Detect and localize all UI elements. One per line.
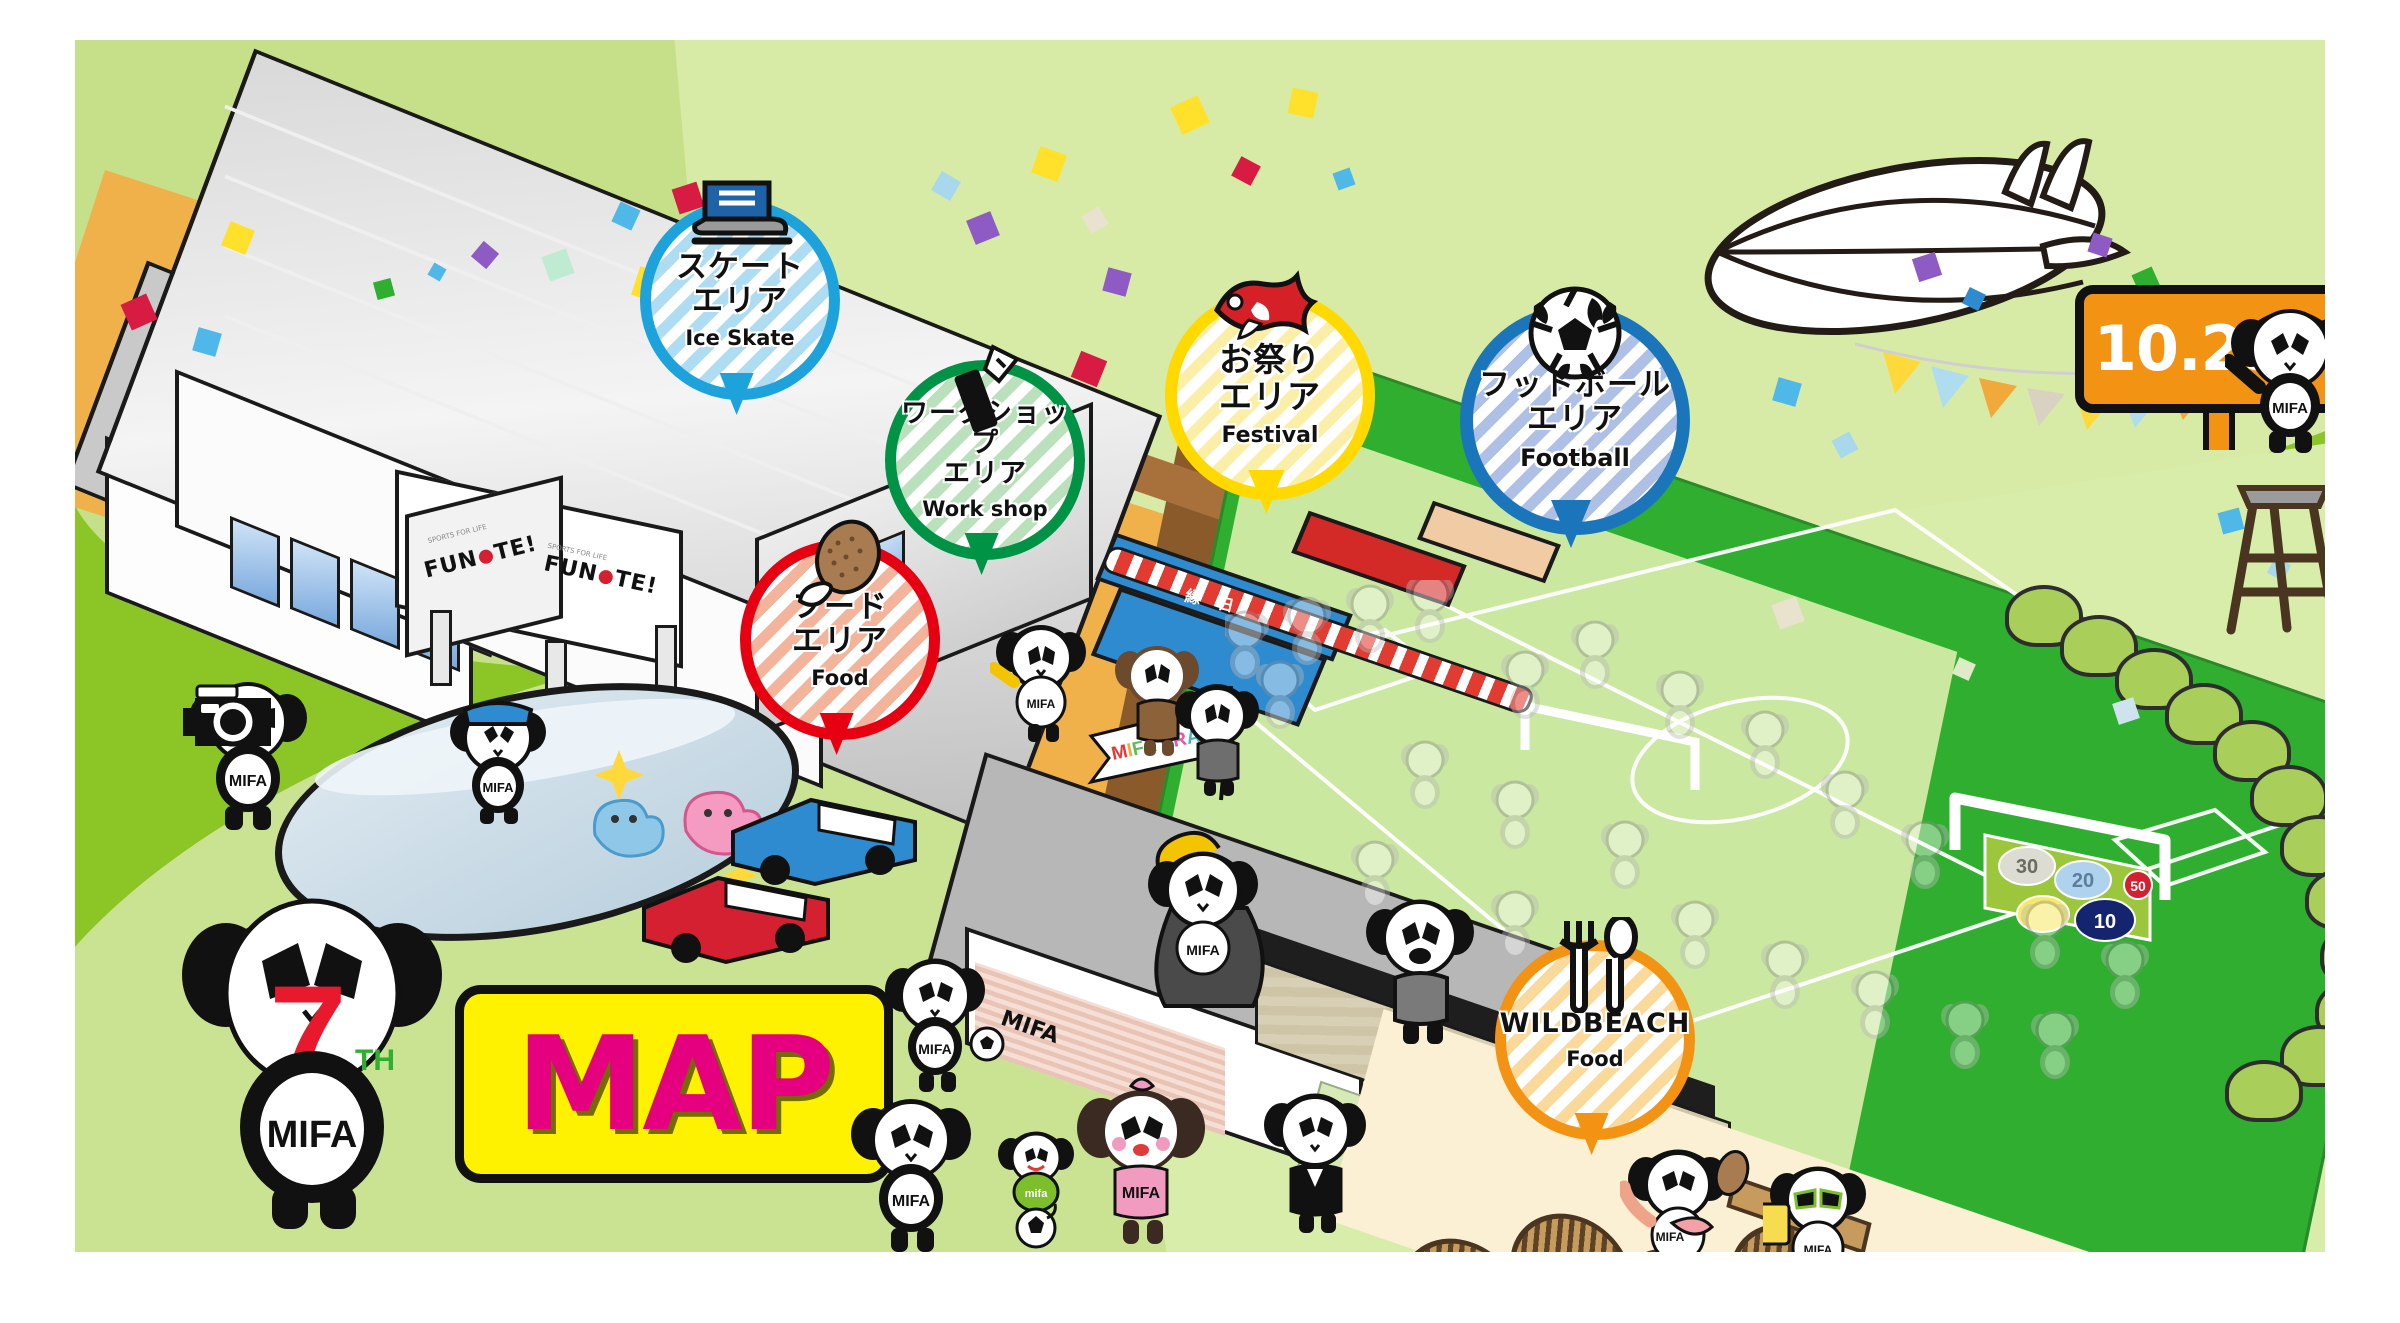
- area-pin-skate[interactable]: スケートエリア Ice Skate: [640, 180, 840, 415]
- svg-text:10: 10: [2094, 911, 2116, 933]
- blue-truck: [731, 797, 917, 887]
- fountain-pen-icon: [941, 337, 1029, 437]
- pin-label-en-festival: Festival: [1221, 422, 1319, 448]
- pin-label-en-wildbeach: Food: [1566, 1046, 1624, 1071]
- pin-tail-workshop: [964, 533, 999, 575]
- red-fire-truck: [642, 875, 830, 965]
- hedge: [2225, 1060, 2303, 1122]
- pin-tail-wildbeach: [1574, 1113, 1609, 1155]
- pin-label-en-skate: Ice Skate: [685, 326, 795, 351]
- pin-label-jp-wildbeach: WILDBEACH: [1499, 1008, 1691, 1040]
- ladder-panda: MIFA: [2225, 309, 2325, 453]
- pin-tail-skate: [719, 373, 754, 415]
- beach-eating-panda: MIFA: [1620, 1149, 1750, 1252]
- cape-panda: MIFA: [1148, 831, 1265, 1008]
- goal-far: [1520, 700, 1700, 790]
- panda-belly-text: MIFA: [918, 1041, 951, 1057]
- chicken-leg-icon: [794, 517, 886, 621]
- pin-label-en-food: Food: [811, 666, 869, 691]
- stall-panda-brown: [1115, 646, 1199, 756]
- pin-bubble-wildbeach: WILDBEACH Food: [1495, 914, 1695, 1155]
- pin-tail-football: [1551, 500, 1591, 548]
- area-pin-food[interactable]: フードエリア Food: [740, 519, 940, 755]
- pin-bubble-festival: お祭りエリア Festival: [1165, 270, 1375, 514]
- svg-text:20: 20: [2072, 870, 2094, 892]
- panda-belly-text: MIFA: [1656, 1230, 1685, 1244]
- pin-label-jp-festival: お祭りエリア: [1219, 340, 1321, 416]
- pin-label-en-workshop: Work shop: [922, 496, 1048, 521]
- svg-text:50: 50: [2130, 878, 2146, 894]
- hedge: [2005, 585, 2083, 647]
- fork-spoon-icon: [1545, 914, 1645, 1017]
- area-pin-football[interactable]: フットボールエリア Football: [1460, 286, 1690, 548]
- pin-bubble-skate: スケートエリア Ice Skate: [640, 180, 840, 415]
- map-title-badge[interactable]: MAP: [455, 985, 893, 1183]
- pin-label-jp-football: フットボールエリア: [1479, 366, 1671, 437]
- rink-mascot-blue: [592, 798, 665, 858]
- stall-panda-grey: [1175, 684, 1259, 796]
- stall-panda-white: MIFA: [990, 625, 1086, 742]
- area-pin-wildbeach[interactable]: WILDBEACH Food: [1495, 914, 1695, 1155]
- ice-skate-icon: [685, 177, 795, 257]
- svg-text:MIFA: MIFA: [482, 780, 514, 795]
- family-baby-panda: mifa: [998, 1131, 1074, 1249]
- panda-belly-text: MIFA: [2272, 400, 2308, 417]
- pin-label-jp2-food: エリア: [792, 623, 888, 659]
- pitch-crowd: [1225, 580, 2149, 1079]
- family-dad-panda: MIFA: [851, 1099, 971, 1252]
- map-title-text: MAP: [515, 1008, 835, 1160]
- pin-label-jp-skate: スケートエリア: [676, 248, 804, 319]
- soccer-ball-icon: [1526, 284, 1624, 386]
- panda-belly-text: MIFA: [1027, 697, 1056, 711]
- pin-label-jp2-workshop: エリア: [943, 457, 1027, 489]
- coach-panda: [1366, 899, 1474, 1044]
- skater-panda: MIFA: [450, 700, 546, 824]
- mifa-mascot-logo: 7 TH MIFA: [182, 898, 442, 1229]
- pin-bubble-football: フットボールエリア Football: [1460, 286, 1690, 548]
- suit-panda: [1264, 1093, 1366, 1233]
- pin-label-jp2-festival: エリア: [1219, 376, 1321, 416]
- goldfish-icon: [1205, 268, 1335, 356]
- camera-panda: MIFA: [183, 682, 307, 830]
- ball-panda: MIFA: [885, 958, 1005, 1092]
- panda-belly-text: MIFA: [1804, 1243, 1833, 1252]
- area-pin-festival[interactable]: お祭りエリア Festival: [1165, 270, 1375, 514]
- hedge: [2250, 765, 2325, 827]
- panda-belly-text: MIFA: [892, 1193, 931, 1210]
- illustrated-map: 30 20 10 50: [75, 40, 2325, 1252]
- beach-drink-panda: MIFA: [1763, 1166, 1866, 1252]
- pin-label-jp-food: フードエリア: [792, 588, 888, 659]
- pin-tail-festival: [1248, 470, 1285, 514]
- kiosk-leg: [430, 610, 452, 686]
- hedge: [2165, 683, 2243, 745]
- pin-label-en-football: Football: [1520, 444, 1630, 473]
- hedge: [2060, 615, 2138, 677]
- pin-label-jp2-football: エリア: [1527, 401, 1623, 437]
- blimp-icon: [1704, 138, 2132, 336]
- anniversary-suffix: TH: [355, 1044, 395, 1077]
- pin-tail-food: [819, 713, 854, 755]
- pin-label-jp2-skate: エリア: [692, 283, 788, 319]
- panda-belly-text: MIFA: [229, 773, 268, 790]
- family-mom-panda: MIFA: [1077, 1077, 1205, 1244]
- mascot-belly-text: MIFA: [267, 1114, 358, 1156]
- goal-target-board: 30 20 10 50: [1949, 792, 2171, 942]
- panda-belly-text: MIFA: [1186, 942, 1219, 958]
- panda-belly-text: MIFA: [1122, 1185, 1161, 1202]
- pin-bubble-food: フードエリア Food: [740, 519, 940, 755]
- panda-belly-text: mifa: [1025, 1188, 1049, 1200]
- step-ladder: [2226, 485, 2325, 635]
- svg-text:30: 30: [2016, 856, 2038, 878]
